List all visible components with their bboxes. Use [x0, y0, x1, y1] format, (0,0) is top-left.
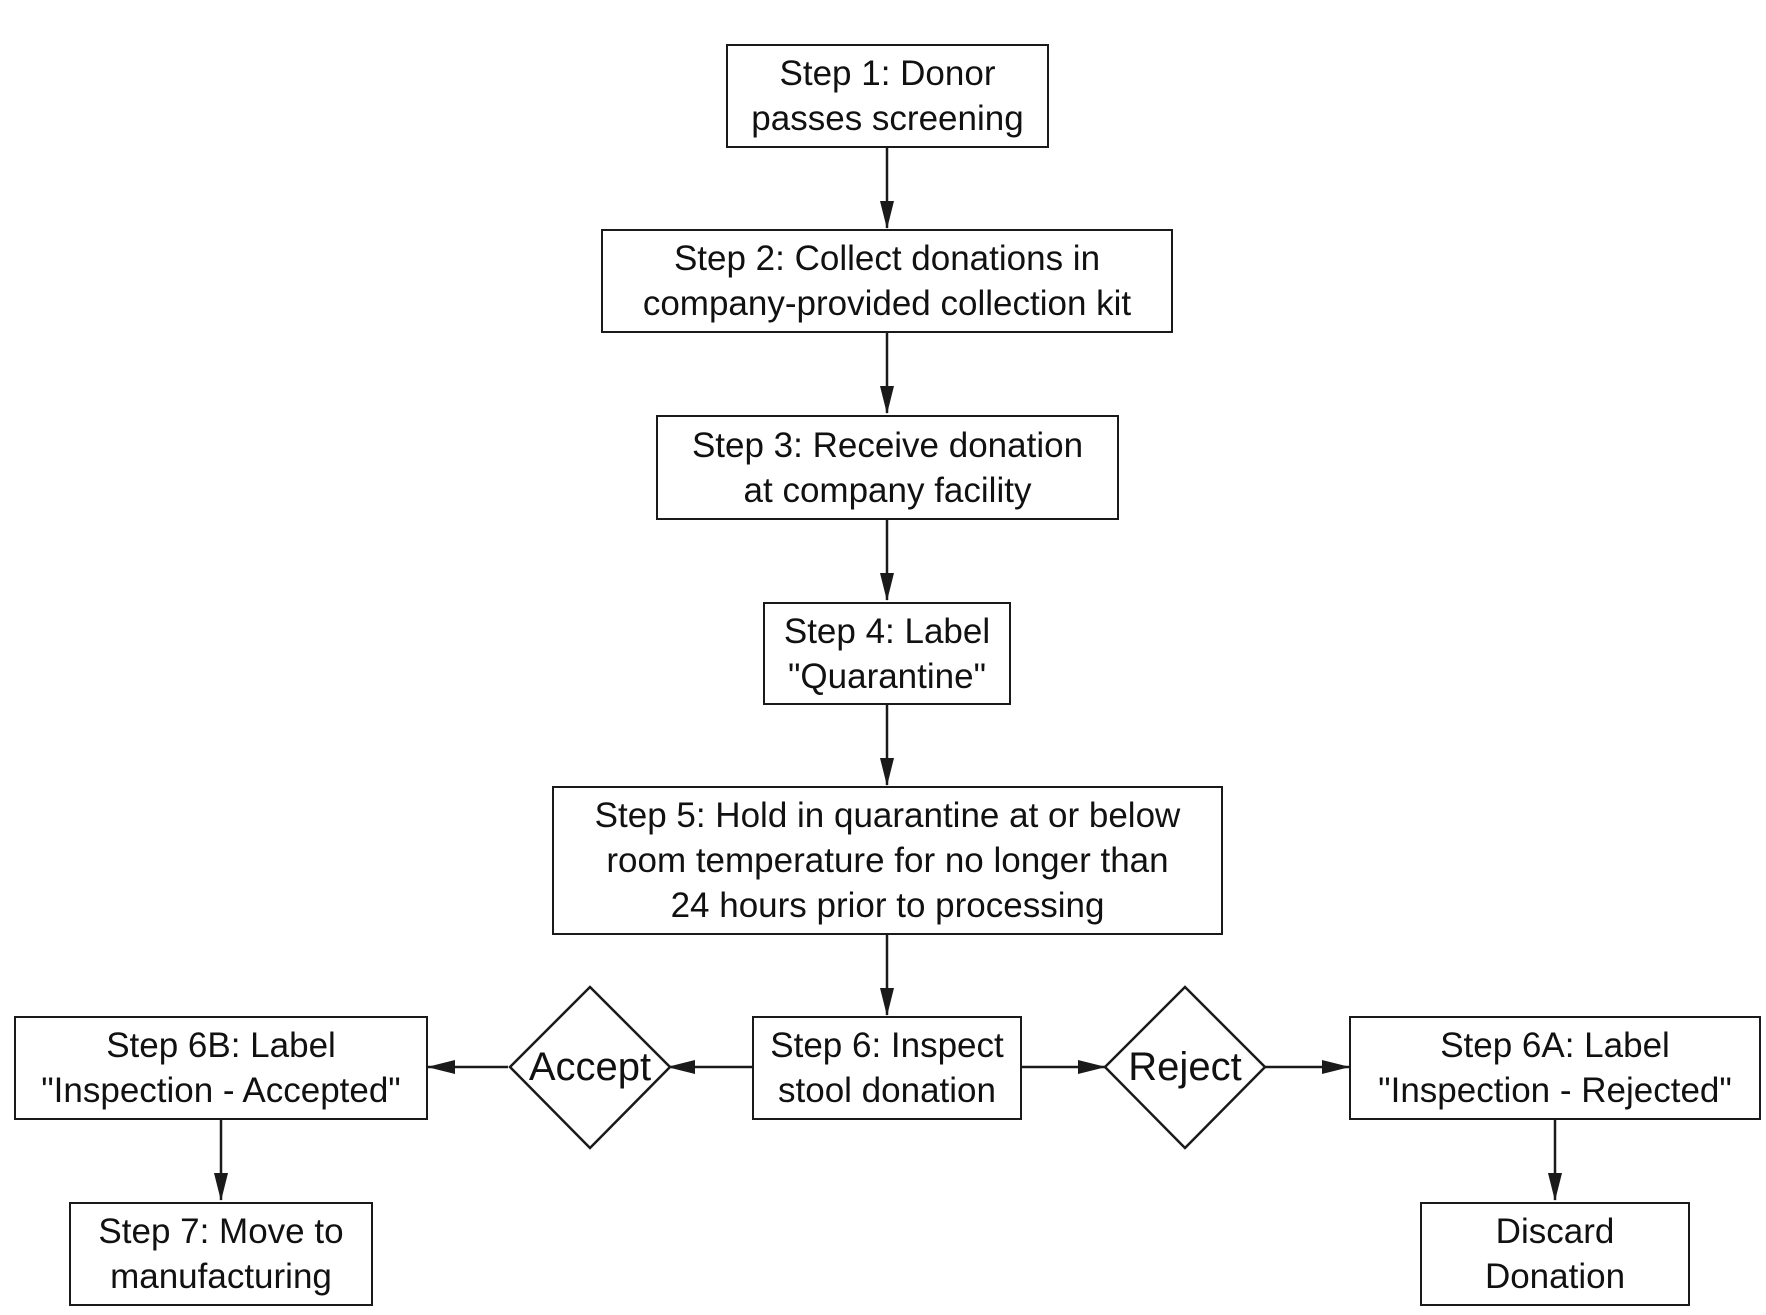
- step6a-text-line1: Step 6A: Label: [1440, 1026, 1670, 1065]
- step6b-box: Step 6B: Label "Inspection - Accepted": [14, 1016, 428, 1120]
- step2-text-line1: Step 2: Collect donations in: [673, 239, 1101, 278]
- step5-text-line2: room temperature for no longer than: [606, 841, 1169, 880]
- step3-text-line2: at company facility: [743, 470, 1032, 510]
- step1-text-line1: Step 1: Donor: [779, 54, 996, 93]
- step4-text-line2: "Quarantine": [787, 656, 987, 696]
- step6-box: Step 6: Inspect stool donation: [752, 1016, 1022, 1120]
- step5-text-line3: 24 hours prior to processing: [670, 886, 1105, 925]
- step6b-text-line1: Step 6B: Label: [106, 1026, 336, 1065]
- discard-box: Discard Donation: [1420, 1202, 1690, 1306]
- step6b-text-line2: "Inspection - Accepted": [41, 1071, 401, 1110]
- discard-text-line2: Donation: [1484, 1257, 1626, 1296]
- step1-box: Step 1: Donor passes screening: [726, 44, 1049, 148]
- step4-text-line1: Step 4: Label: [783, 611, 991, 651]
- step4-box: Step 4: Label "Quarantine": [763, 602, 1011, 705]
- step2-box: Step 2: Collect donations in company-pro…: [601, 229, 1173, 333]
- discard-text-line1: Discard: [1495, 1212, 1615, 1251]
- step3-box: Step 3: Receive donation at company faci…: [656, 415, 1119, 520]
- reject-decision-diamond: [1103, 985, 1267, 1150]
- step7-text-line1: Step 7: Move to: [98, 1212, 344, 1251]
- step7-box: Step 7: Move to manufacturing: [69, 1202, 373, 1306]
- reject-decision-label: Reject: [1128, 1045, 1242, 1089]
- step6-text-line1: Step 6: Inspect: [770, 1026, 1004, 1065]
- step5-text-line1: Step 5: Hold in quarantine at or below: [594, 796, 1181, 835]
- accept-decision-label: Accept: [528, 1045, 652, 1089]
- step2-text-line2: company-provided collection kit: [642, 284, 1132, 323]
- accept-decision-diamond: [508, 985, 672, 1150]
- step6a-text-line2: "Inspection - Rejected": [1378, 1071, 1732, 1110]
- step7-text-line2: manufacturing: [110, 1257, 332, 1296]
- step1-text-line2: passes screening: [751, 99, 1024, 138]
- step5-box: Step 5: Hold in quarantine at or below r…: [552, 786, 1223, 935]
- step6-text-line2: stool donation: [778, 1071, 996, 1110]
- step6a-box: Step 6A: Label "Inspection - Rejected": [1349, 1016, 1761, 1120]
- step3-text-line1: Step 3: Receive donation: [691, 425, 1084, 465]
